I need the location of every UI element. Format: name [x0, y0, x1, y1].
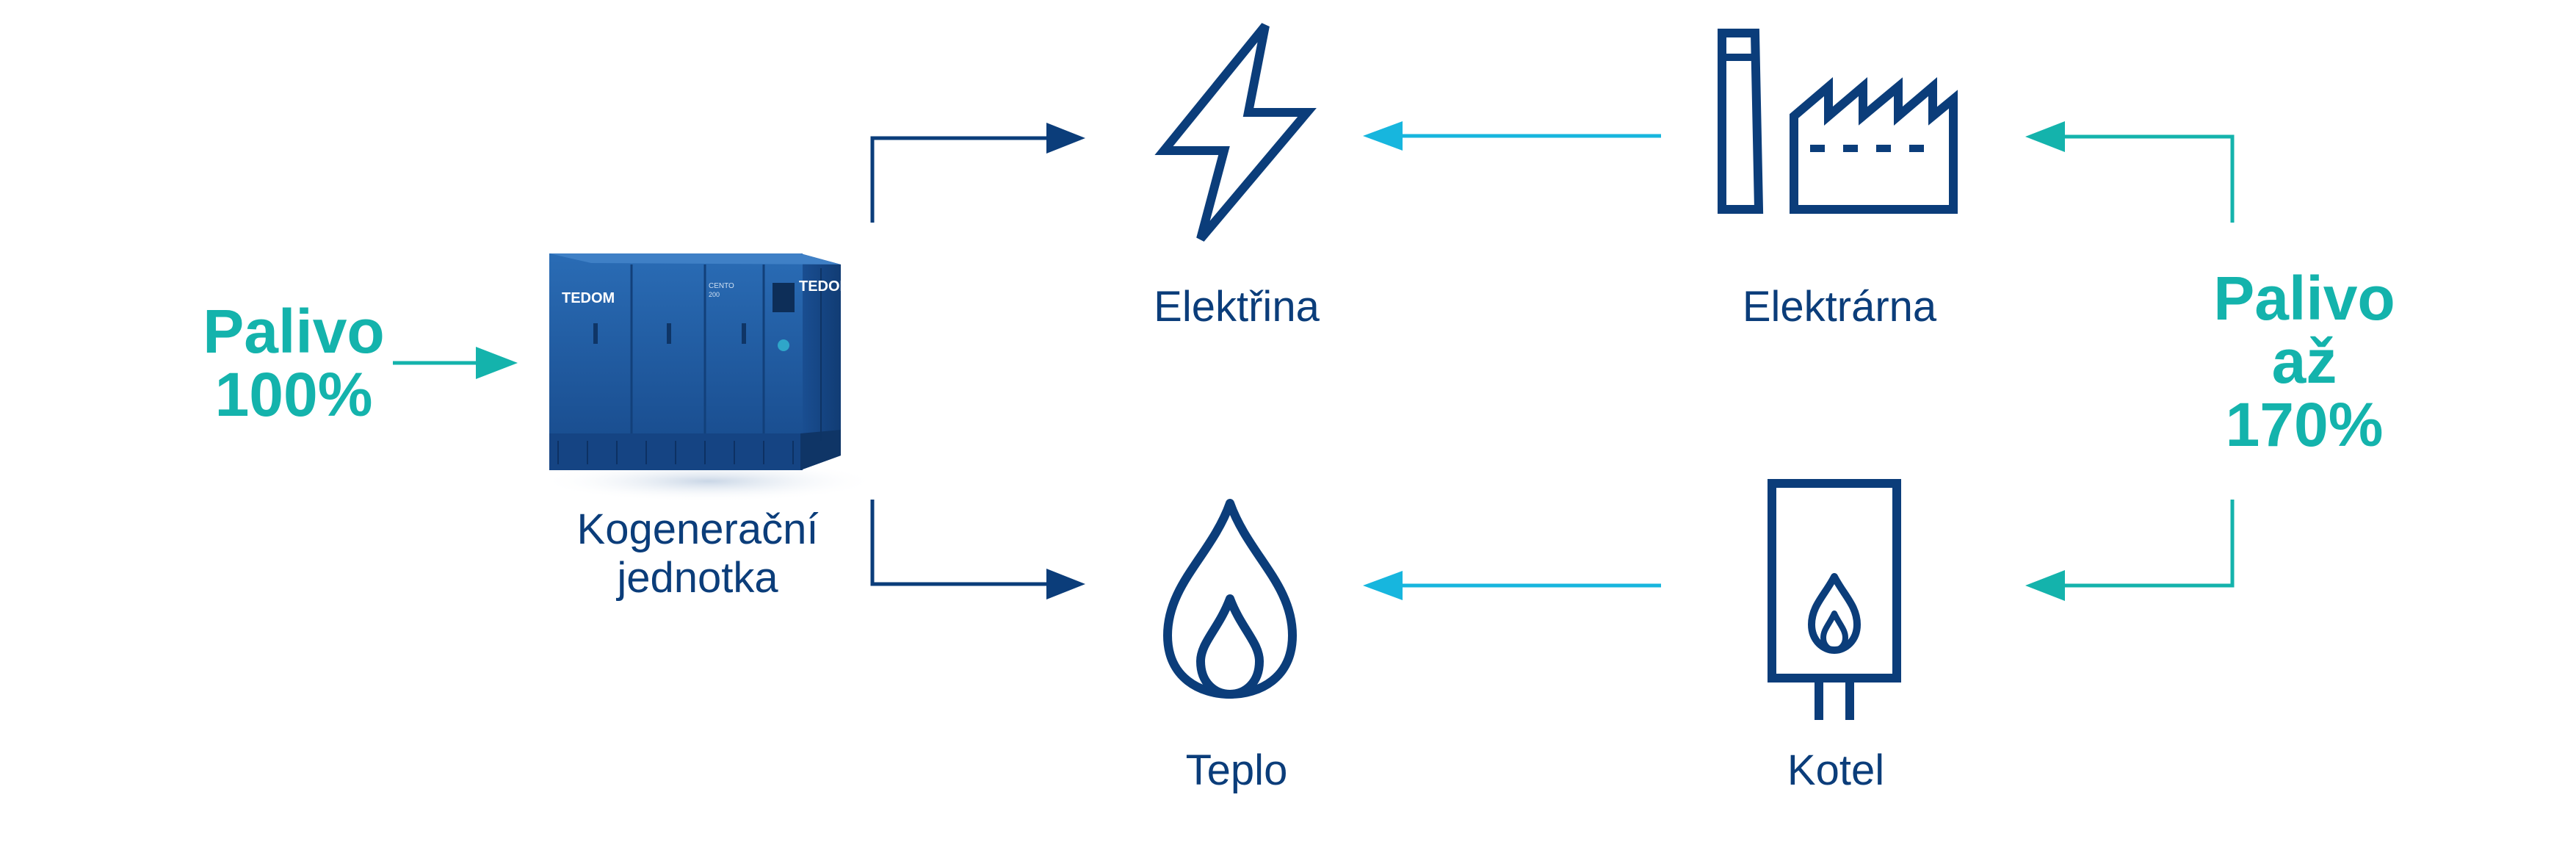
arrow-chp-to-electricity [870, 123, 1085, 223]
chp-unit-image: TEDOM TEDOM CENTO 200 [540, 253, 878, 502]
electricity-label: Elektřina [1154, 283, 1320, 331]
right-fuel-line1: Palivo [2213, 264, 2395, 333]
factory-icon [1718, 29, 1958, 214]
right-fuel-label: Palivo až 170% [2213, 267, 2395, 456]
arrow-fuel-to-boiler [2025, 500, 2235, 601]
right-fuel-line3: 170% [2225, 390, 2384, 459]
flame-icon [1163, 499, 1297, 699]
right-fuel-line2: až [2271, 327, 2337, 396]
chp-model-text: CENTO [709, 282, 734, 290]
arrow-boiler-to-heat [1363, 571, 1661, 600]
chp-model-sub-text: 200 [709, 291, 720, 298]
boiler-label: Kotel [1787, 746, 1885, 794]
chp-unit-label: Kogenerační jednotka [577, 505, 819, 602]
chp-brand-text: TEDOM [562, 290, 615, 306]
left-fuel-label: Palivo 100% [203, 300, 384, 426]
arrow-fuel-to-power-plant [2025, 121, 2235, 223]
arrow-fuel-to-chp [393, 347, 518, 379]
chp-unit-label-line1: Kogenerační [576, 505, 819, 553]
left-fuel-line1: Palivo [203, 297, 385, 366]
arrow-power-plant-to-electricity [1363, 121, 1661, 151]
arrow-chp-to-heat [870, 500, 1085, 599]
power-plant-label: Elektrárna [1742, 283, 1937, 331]
left-fuel-line2: 100% [214, 360, 373, 429]
chp-unit-label-line2: jednotka [617, 554, 778, 602]
chp-brand-front-text: TEDOM [799, 278, 852, 295]
boiler-icon [1768, 479, 1901, 720]
heat-label: Teplo [1185, 746, 1288, 794]
lightning-icon [1154, 23, 1317, 242]
